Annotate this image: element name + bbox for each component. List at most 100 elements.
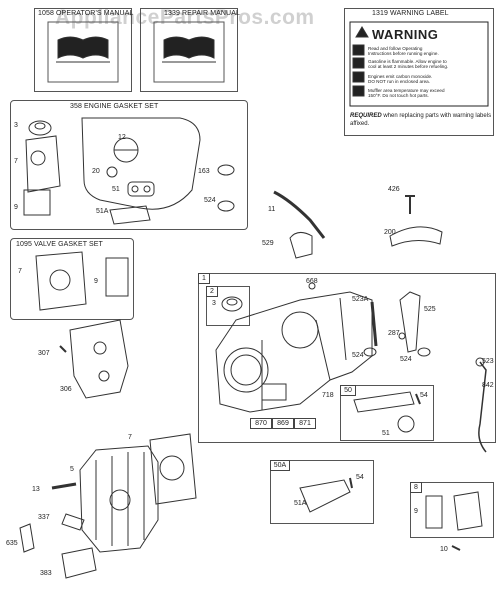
- gasket-9-b: [453, 491, 483, 531]
- o-ring: [106, 166, 118, 178]
- manual-book-icon: [47, 21, 119, 83]
- warning-heading: WARNING: [372, 27, 439, 42]
- operators-manual-title: 1058 OPERATOR'S MANUAL: [38, 10, 134, 17]
- fill-tube-525: [399, 291, 421, 353]
- part-label[interactable]: 306: [60, 386, 72, 393]
- part-label[interactable]: 9: [94, 278, 98, 285]
- breather-tube-subbox[interactable]: [340, 385, 434, 441]
- screw-10: [451, 545, 461, 551]
- part-label[interactable]: 287: [388, 330, 400, 337]
- part-label[interactable]: 5: [70, 466, 74, 473]
- part-label[interactable]: 51: [112, 186, 120, 193]
- valve-gasket-set-box[interactable]: [10, 238, 134, 320]
- warning-line: 150°F. Do not touch hot parts.: [368, 93, 429, 98]
- required-note: REQUIRED when replacing parts with warni…: [350, 112, 500, 128]
- warning-line: Gasoline is flammable. Allow engine to: [368, 59, 447, 64]
- valve-head-gasket: [35, 251, 87, 311]
- washer-524: [217, 200, 235, 212]
- washer-524-b: [417, 347, 431, 357]
- warning-triangle-icon: [355, 26, 369, 38]
- manual-book-icon: [153, 21, 225, 83]
- part-label[interactable]: 635: [6, 540, 18, 547]
- part-label[interactable]: 307: [38, 350, 50, 357]
- part-label[interactable]: 54: [356, 474, 364, 481]
- warning-line: Read and follow Operating: [368, 46, 423, 51]
- dipstick-842: [478, 361, 487, 453]
- warning-line: Instructions before running engine.: [368, 51, 439, 56]
- warning-label-title: 1319 WARNING LABEL: [372, 10, 449, 17]
- boot-635: [19, 523, 35, 553]
- part-label[interactable]: 668: [306, 278, 318, 285]
- part-label[interactable]: 523: [482, 358, 494, 365]
- part-label[interactable]: 524: [352, 352, 364, 359]
- part-label[interactable]: 842: [482, 382, 494, 389]
- box-50a[interactable]: [270, 460, 374, 524]
- screw-426: [405, 195, 415, 214]
- part-label[interactable]: 51A: [294, 500, 307, 507]
- part-box-870[interactable]: 870: [250, 418, 272, 429]
- screw-54-b: [349, 477, 353, 489]
- bracket-200: [389, 226, 443, 247]
- repair-manual-title: 1339 REPAIR MANUAL: [164, 10, 240, 17]
- warning-label-box[interactable]: [344, 8, 494, 136]
- o-ring-287: [398, 332, 406, 340]
- screw-307: [59, 345, 67, 353]
- part-label[interactable]: 524: [204, 197, 216, 204]
- warning-line: cool at least 2 minutes before refueling…: [368, 64, 449, 69]
- part-label[interactable]: 9: [14, 204, 18, 211]
- part-label[interactable]: 7: [14, 158, 18, 165]
- part-label[interactable]: 525: [424, 306, 436, 313]
- part-label[interactable]: 51: [382, 430, 390, 437]
- washer-524-a: [363, 347, 377, 357]
- warning-line: Engines emit carbon monoxide.: [368, 74, 433, 79]
- part-label[interactable]: 529: [262, 240, 274, 247]
- part-label[interactable]: 51A: [96, 208, 109, 215]
- book-icon: [352, 44, 365, 56]
- part-label[interactable]: 163: [198, 168, 210, 175]
- part-label[interactable]: 524: [400, 356, 412, 363]
- breather-51a: [299, 479, 351, 513]
- operators-manual-box[interactable]: [34, 8, 132, 92]
- part-label[interactable]: 718: [322, 392, 334, 399]
- valve-cover-gasket: [23, 189, 51, 216]
- cylinder-head: [79, 445, 159, 553]
- box-50a-number: 50A: [270, 460, 290, 471]
- flame-icon: [352, 57, 365, 69]
- cylinder-block: [215, 291, 373, 413]
- part-label[interactable]: 7: [128, 434, 132, 441]
- part-label[interactable]: 10: [440, 546, 448, 553]
- plug-668: [308, 282, 316, 290]
- part-label[interactable]: 20: [92, 168, 100, 175]
- part-box-871[interactable]: 871: [294, 418, 316, 429]
- part-label[interactable]: 426: [388, 186, 400, 193]
- valve-cover-gasket-2: [105, 257, 129, 297]
- spark-plug-337: [61, 513, 85, 531]
- bearing-seal: [221, 296, 243, 312]
- part-label[interactable]: 12: [118, 134, 126, 141]
- engine-gasket-set-box[interactable]: [10, 100, 248, 230]
- bolt-13: [51, 482, 77, 490]
- box-8-number: 8: [410, 482, 422, 493]
- cylinder-block-box[interactable]: [198, 273, 496, 443]
- part-label[interactable]: 54: [420, 392, 428, 399]
- part-label[interactable]: 383: [40, 570, 52, 577]
- bearing-seal-subbox[interactable]: [206, 286, 250, 326]
- part-label[interactable]: 11: [268, 206, 276, 213]
- part-label[interactable]: 3: [212, 300, 216, 307]
- part-label[interactable]: 523A: [352, 296, 369, 303]
- part-box-869[interactable]: 869: [272, 418, 294, 429]
- part-label[interactable]: 7: [18, 268, 22, 275]
- part-label[interactable]: 200: [384, 229, 396, 236]
- part-label[interactable]: 337: [38, 514, 50, 521]
- fumes-icon: [352, 71, 365, 83]
- washer-163: [217, 164, 235, 176]
- screw-54: [415, 393, 421, 405]
- muffler-gasket: [109, 205, 151, 225]
- dipstick-523a: [370, 301, 378, 347]
- repair-manual-box[interactable]: [140, 8, 238, 92]
- part-label[interactable]: 13: [32, 486, 40, 493]
- box-8[interactable]: [410, 482, 494, 538]
- part-label[interactable]: 3: [14, 122, 18, 129]
- part-label[interactable]: 9: [414, 508, 418, 515]
